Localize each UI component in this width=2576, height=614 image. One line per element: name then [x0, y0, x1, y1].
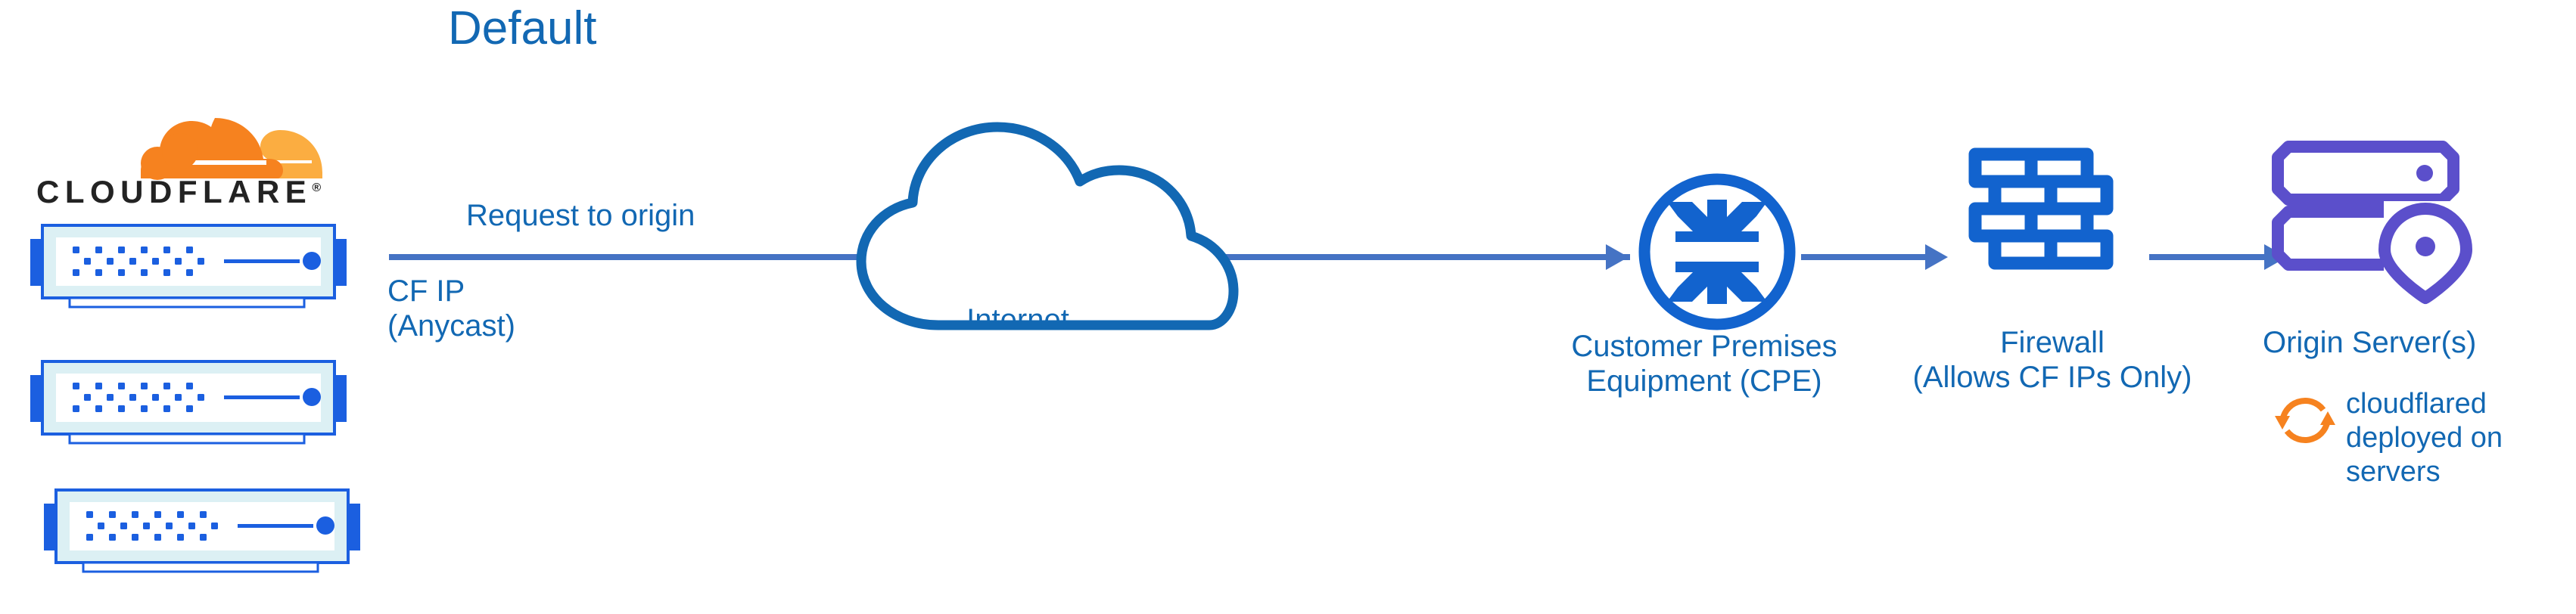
cloudflare-server-rack — [39, 482, 365, 573]
cpe-label: Customer Premises Equipment (CPE) — [1538, 329, 1871, 399]
cloudflare-server-rack — [26, 354, 351, 445]
connector-cpe-to-firewall — [1801, 254, 1928, 260]
cloudflare-wordmark: CLOUDFLARE® — [36, 174, 321, 210]
firewall-label: Firewall (Allows CF IPs Only) — [1886, 325, 2219, 395]
cloudflared-label-line2: deployed on — [2346, 421, 2503, 454]
cloudflare-server-rack — [26, 218, 351, 309]
arrowhead-icon — [1606, 244, 1629, 270]
cpe-label-line2: Equipment (CPE) — [1586, 364, 1822, 398]
cf-ip-label-line1: CF IP — [387, 274, 465, 308]
connector-firewall-to-origin — [2149, 254, 2270, 260]
cf-ip-label-line2: (Anycast) — [387, 309, 515, 343]
router-expand-arrows-icon — [1633, 168, 1801, 340]
server-location-pin-icon — [2272, 136, 2491, 314]
cloudflared-label: cloudflared deployed on servers — [2346, 387, 2512, 488]
sync-circular-arrows-icon — [2270, 386, 2340, 459]
cloudflared-label-line3: servers — [2346, 455, 2441, 488]
cpe-label-line1: Customer Premises — [1571, 330, 1837, 363]
request-to-origin-label: Request to origin — [466, 199, 695, 232]
cf-ip-anycast-label: CF IP (Anycast) — [387, 274, 515, 344]
cloudflare-wordmark-text: CLOUDFLARE — [36, 174, 313, 209]
registered-trademark-icon: ® — [312, 181, 322, 194]
firewall-label-line2: (Allows CF IPs Only) — [1912, 361, 2192, 395]
cloudflare-cloud-logo — [30, 106, 348, 189]
origin-server-label: Origin Server(s) — [2263, 326, 2477, 359]
cloud-icon — [825, 106, 1264, 336]
internet-label: Internet — [966, 303, 1069, 336]
page-title: Default — [448, 2, 597, 54]
brick-wall-icon — [1965, 144, 2116, 299]
cloudflared-label-line1: cloudflared — [2346, 388, 2487, 420]
arrowhead-icon — [1925, 244, 1948, 270]
firewall-label-line1: Firewall — [2000, 326, 2105, 359]
